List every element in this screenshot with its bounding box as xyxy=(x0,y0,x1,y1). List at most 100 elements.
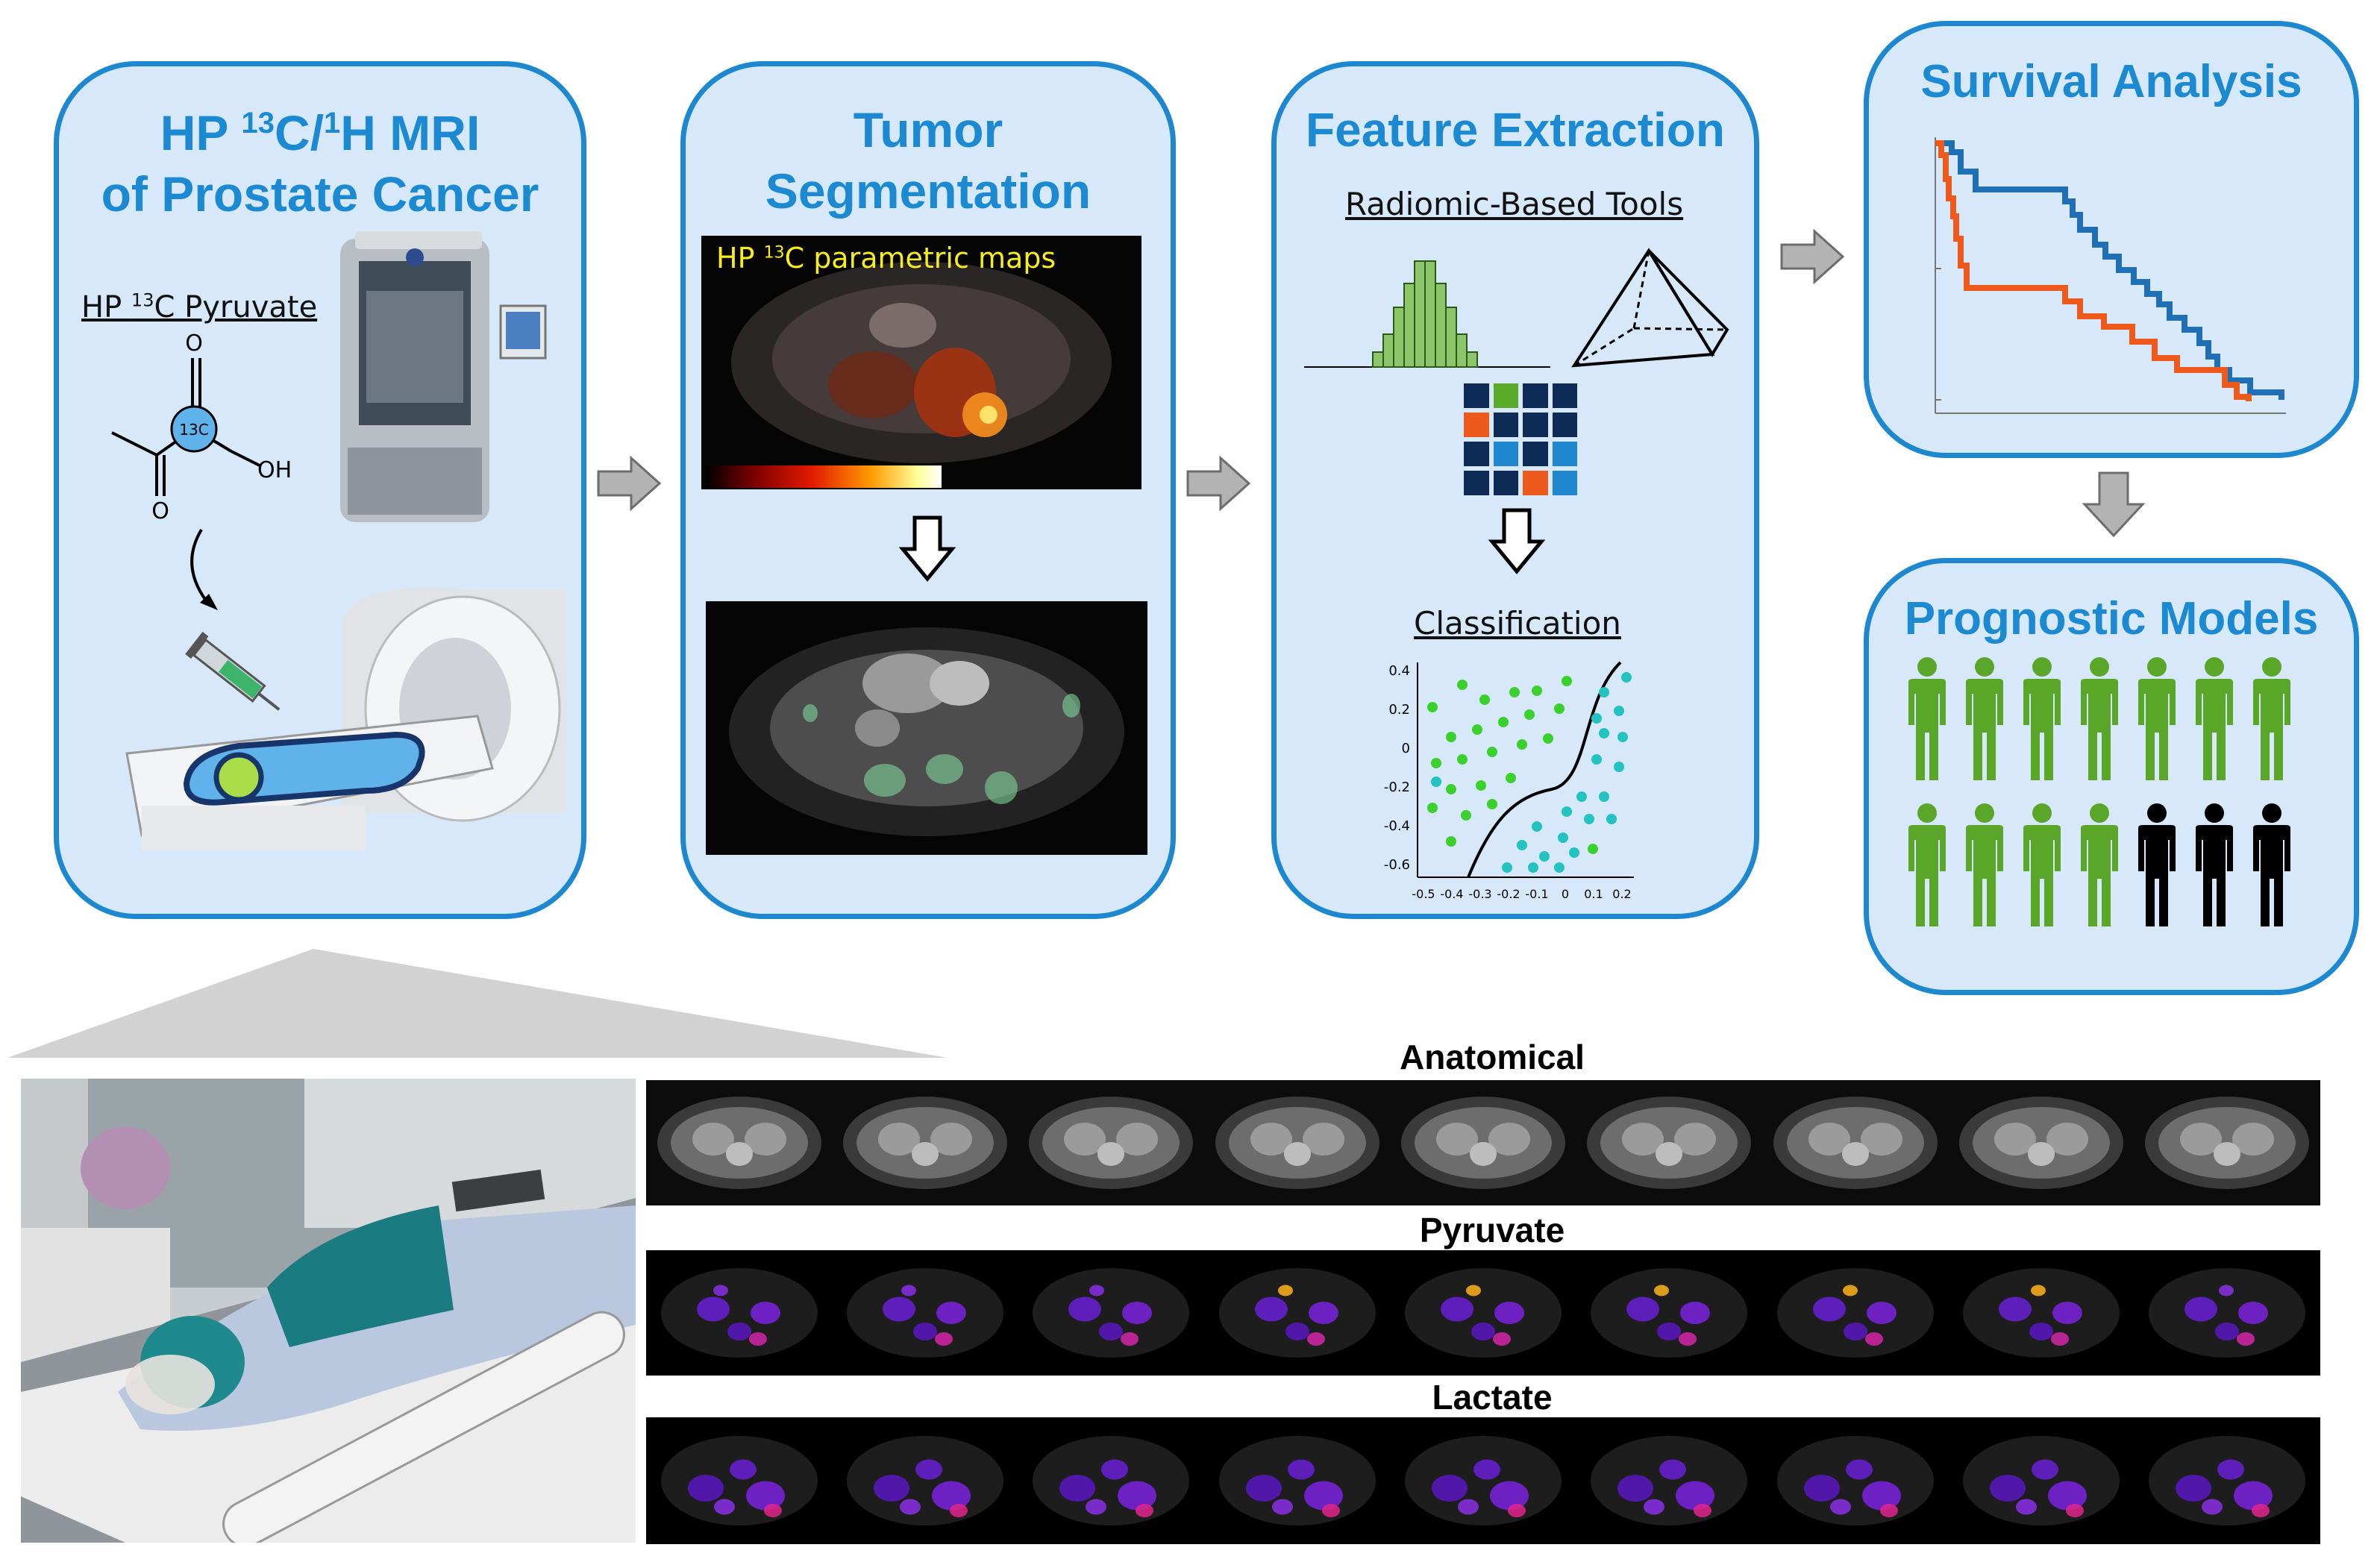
scatter-point xyxy=(1584,814,1594,824)
scatter-x-tick: -0.2 xyxy=(1497,887,1520,901)
scatter-x-tick: 0 xyxy=(1562,887,1569,901)
scatter-point xyxy=(1431,777,1441,787)
parametric-map-label: HP 13C parametric maps xyxy=(716,242,1056,275)
pyruvate-slice xyxy=(1776,1268,1934,1358)
down-arrow-segmentation xyxy=(898,515,956,582)
person-icon-black xyxy=(2138,803,2176,926)
anatomical-slice xyxy=(1958,1097,2123,1189)
pyruvate-strip xyxy=(646,1250,2320,1376)
scatter-x-tick: -0.3 xyxy=(1468,887,1491,901)
scatter-point xyxy=(1446,836,1456,847)
anatomical-slice xyxy=(842,1097,1007,1189)
anatomical-slice xyxy=(2145,1097,2310,1189)
person-icon-green xyxy=(2081,803,2118,926)
scatter-point xyxy=(1461,810,1471,821)
flow-arrow-down xyxy=(2082,471,2146,538)
pyruvate-slice xyxy=(1962,1268,2120,1358)
scatter-point xyxy=(1532,686,1542,696)
scatter-point xyxy=(1539,851,1550,862)
features-panel-title: Feature Extraction xyxy=(1306,103,1725,157)
person-icon-green xyxy=(1908,657,1946,780)
scatter-point xyxy=(1509,687,1520,697)
scatter-y-tick: -0.2 xyxy=(1384,780,1410,795)
classification-label: Classification xyxy=(1414,605,1621,642)
scatter-point xyxy=(1427,702,1438,712)
anatomical-slice xyxy=(1215,1097,1379,1189)
mri-scanner xyxy=(125,588,567,850)
anatomical-slice xyxy=(1029,1097,1194,1189)
lactate-slice xyxy=(1776,1436,1934,1525)
scatter-x-tick: -0.5 xyxy=(1412,887,1435,901)
anatomical-strip xyxy=(646,1080,2320,1205)
row-label-lactate: Lactate xyxy=(1432,1378,1553,1417)
scatter-point xyxy=(1599,791,1609,802)
scatter-x-tick: -0.1 xyxy=(1525,887,1548,901)
zoom-wedge xyxy=(7,949,948,1058)
scatter-point xyxy=(1562,806,1572,817)
lactate-slice xyxy=(660,1436,818,1525)
pyruvate-slice xyxy=(1404,1268,1562,1358)
scatter-point xyxy=(1472,724,1482,735)
scatter-point xyxy=(1554,703,1565,714)
person-icon-green xyxy=(1908,803,1946,926)
down-arrow-features xyxy=(1488,508,1546,574)
scatter-point xyxy=(1431,758,1441,768)
classification-scatter: 0.40.20-0.2-0.4-0.6 -0.5-0.4-0.3-0.2-0.1… xyxy=(1384,661,1634,901)
scatter-point xyxy=(1446,784,1456,794)
lactate-slice xyxy=(1033,1436,1190,1525)
scatter-x-tick: -0.4 xyxy=(1440,887,1463,901)
polarizer-device xyxy=(340,231,547,522)
lactate-slice xyxy=(1962,1436,2120,1525)
texture-matrix-icon xyxy=(1464,383,1577,495)
scatter-point xyxy=(1457,754,1468,765)
scatter-point xyxy=(1543,733,1553,744)
pyruvate-slice xyxy=(2149,1268,2306,1358)
scatter-point xyxy=(1427,803,1438,813)
pyruvate-slice xyxy=(660,1268,818,1358)
flow-arrow-2 xyxy=(1186,455,1251,512)
pyruvate-slice xyxy=(1033,1268,1190,1358)
lactate-slice xyxy=(1591,1436,1748,1525)
kaplan-meier-plot xyxy=(1935,137,2286,414)
flow-arrow-1 xyxy=(597,455,662,512)
scatter-point xyxy=(1617,732,1628,742)
scatter-point xyxy=(1562,676,1572,686)
scatter-x-tick: 0.1 xyxy=(1584,887,1603,901)
pyruvate-slice xyxy=(1218,1268,1376,1358)
lactate-slice xyxy=(1404,1436,1562,1525)
molecule-oh: OH xyxy=(257,457,292,483)
scatter-point xyxy=(1558,832,1568,843)
pyramid-icon xyxy=(1571,248,1729,368)
scatter-point xyxy=(1532,821,1542,832)
parametric-map-image: HP 13C parametric maps xyxy=(701,236,1141,489)
person-icon-green xyxy=(2196,657,2233,780)
scatter-point xyxy=(1506,773,1516,783)
radiomic-tools-label: Radiomic-Based Tools xyxy=(1345,186,1684,222)
scatter-point xyxy=(1588,844,1598,854)
survival-panel: Survival Analysis xyxy=(1864,21,2359,458)
molecule-o-bottom: O xyxy=(151,498,169,524)
row-label-anatomical: Anatomical xyxy=(1400,1038,1585,1076)
patient-photo xyxy=(21,1079,636,1543)
person-icon-black xyxy=(2196,803,2233,926)
person-icon-black xyxy=(2253,803,2290,926)
survival-panel-title: Survival Analysis xyxy=(1920,56,2302,107)
prognostic-panel-title: Prognostic Models xyxy=(1904,593,2319,645)
scatter-point xyxy=(1591,754,1602,765)
scatter-point xyxy=(1487,747,1497,757)
anatomical-slice xyxy=(1587,1097,1752,1189)
scatter-point xyxy=(1476,780,1486,791)
scatter-point xyxy=(1599,687,1609,697)
scatter-point xyxy=(1621,672,1632,683)
scatter-point xyxy=(1487,799,1497,809)
scatter-point xyxy=(1517,840,1527,850)
scatter-point xyxy=(1502,862,1512,873)
scatter-x-tick: 0.2 xyxy=(1612,887,1631,901)
anatomical-slice xyxy=(1400,1097,1565,1189)
scatter-point xyxy=(1614,762,1624,772)
scatter-point xyxy=(1498,717,1509,727)
scatter-point xyxy=(1528,862,1538,873)
person-icon-green xyxy=(2023,803,2061,926)
scatter-y-tick: 0.2 xyxy=(1388,702,1410,718)
anatomical-slice xyxy=(1773,1097,1938,1189)
